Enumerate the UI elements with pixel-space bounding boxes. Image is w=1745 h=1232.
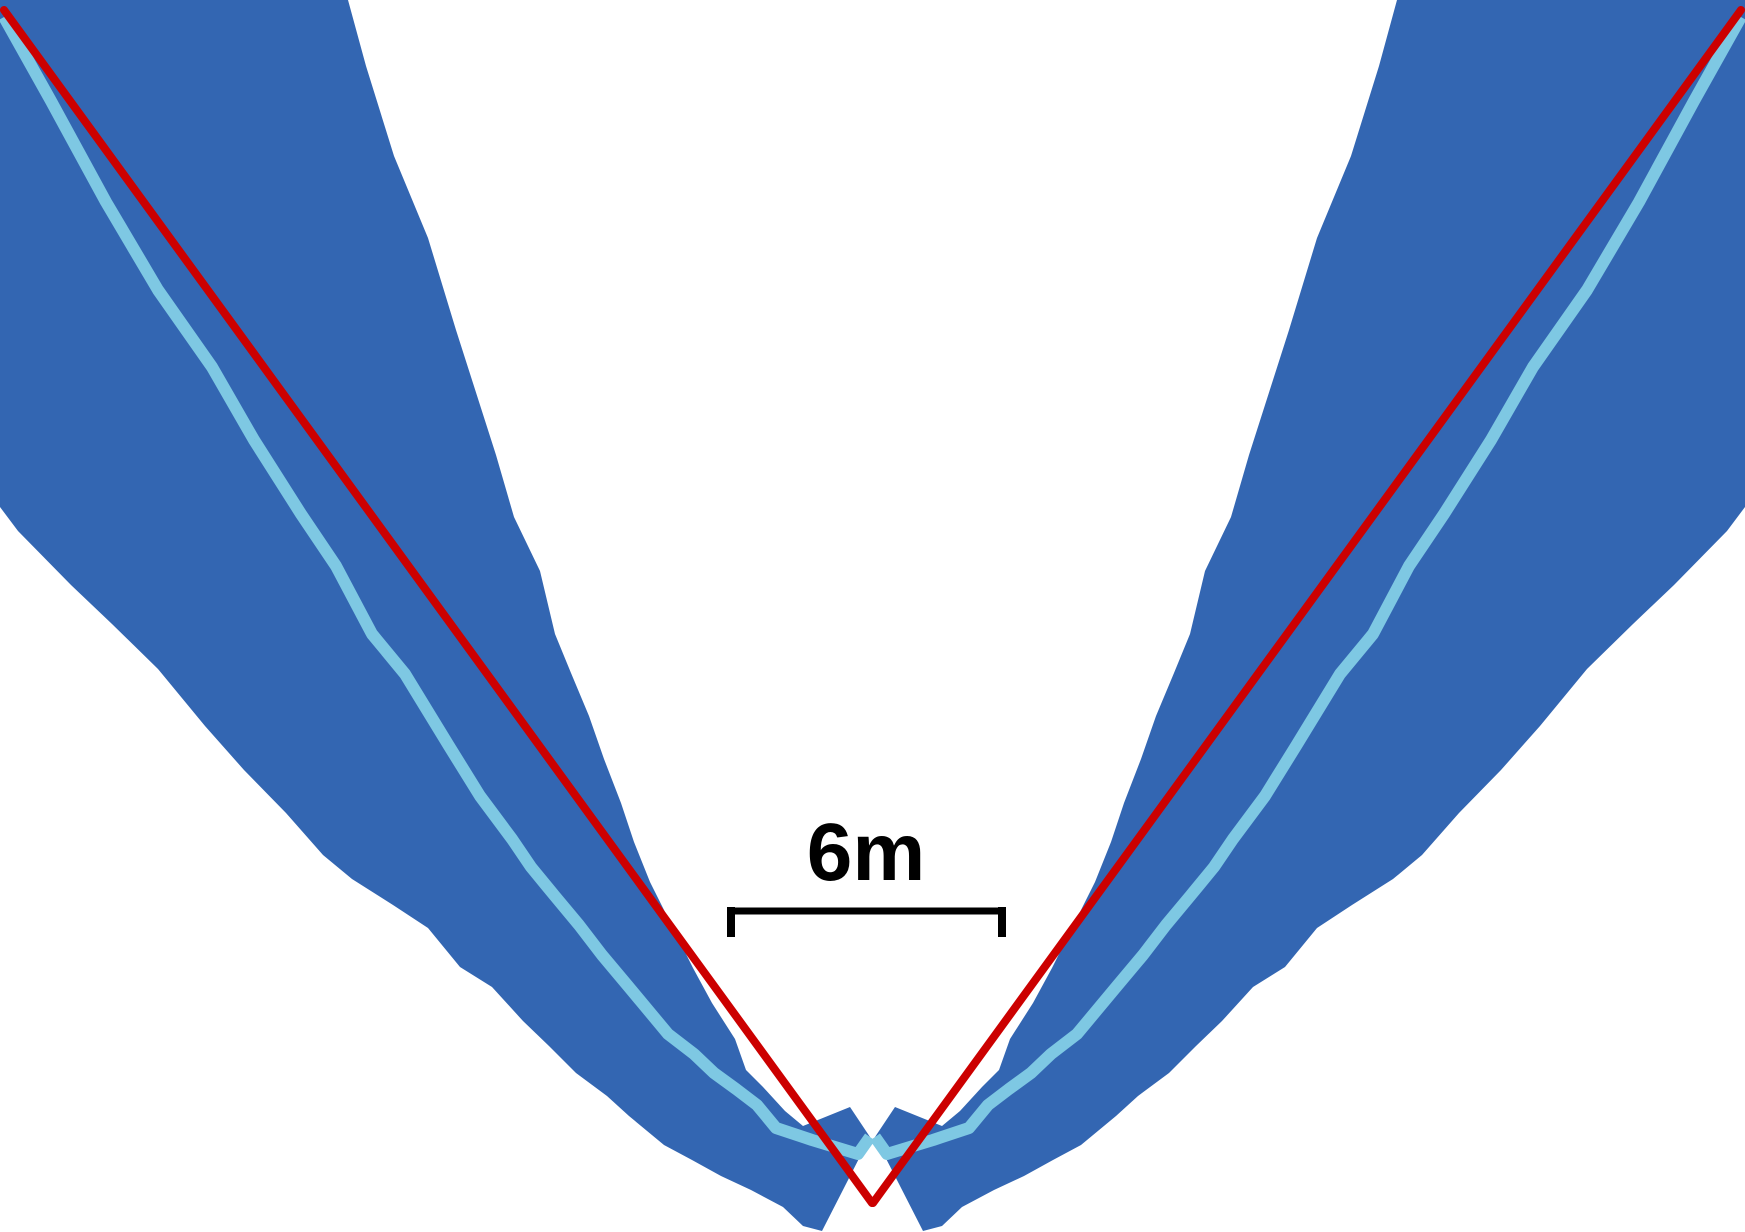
scale-bar: 6m <box>727 807 1006 937</box>
scale-bar-label: 6m <box>807 807 926 898</box>
right-v-line <box>869 6 1745 1207</box>
right-mean-path <box>870 14 1745 1160</box>
left-mean-path <box>0 14 875 1160</box>
left-v-line <box>0 6 876 1207</box>
